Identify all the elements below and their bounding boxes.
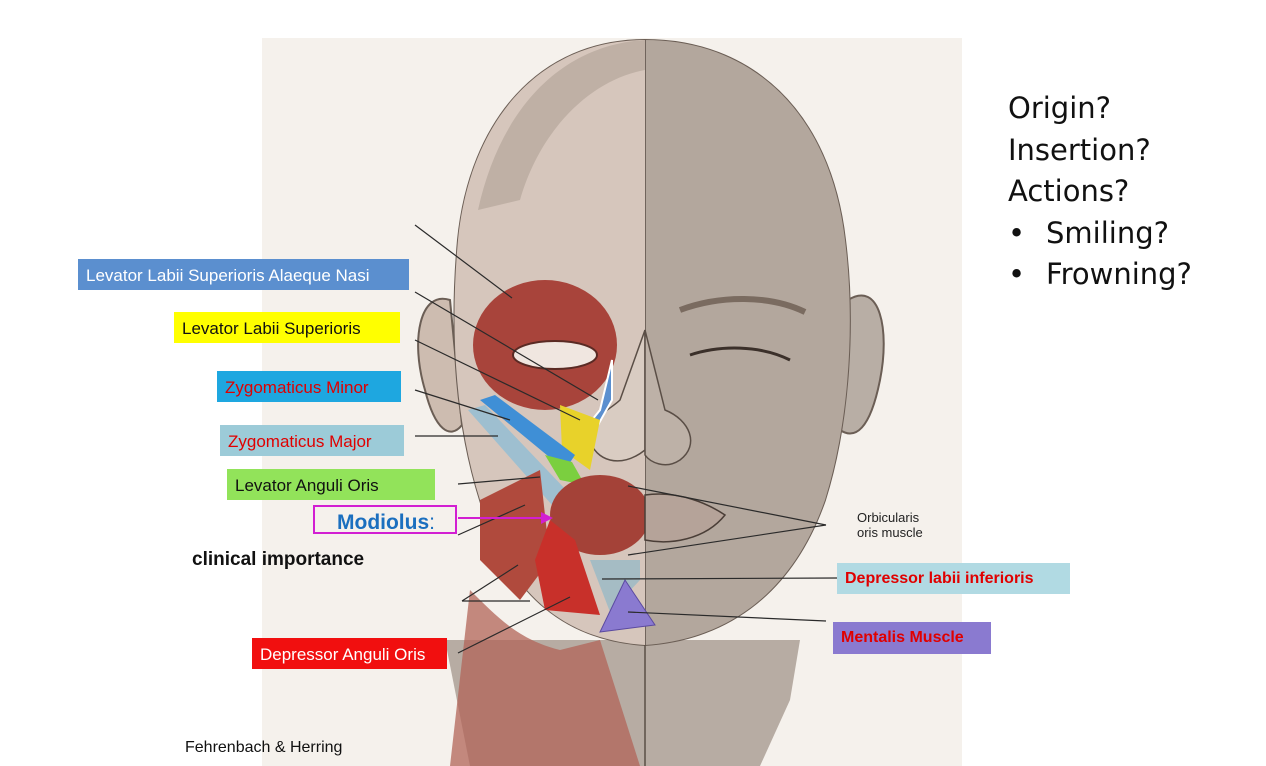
modiolus-label: Modiolus: (337, 511, 435, 535)
modiolus-text: Modiolus (337, 511, 430, 534)
right-ear (838, 294, 885, 435)
frowning-text: Frowning? (1046, 257, 1192, 291)
label-zygomaticus-major: Zygomaticus Major (220, 425, 404, 456)
modiolus-box (313, 505, 457, 534)
right-eyebrow (678, 296, 807, 315)
label-zygomaticus-minor: Zygomaticus Minor (217, 371, 401, 402)
left-eye (512, 340, 598, 370)
leader-lines (414, 224, 839, 654)
muscle-zyg-minor (480, 395, 575, 470)
muscle-masseter (480, 470, 550, 600)
smiling-text: Smiling? (1046, 215, 1170, 250)
bullet: • (1008, 257, 1026, 291)
question-list: Origin? Insertion? Actions? • Smiling? • F… (1008, 88, 1192, 296)
muscle-levator-anguli-oris (545, 455, 585, 485)
label-orbicularis-oris: Orbicularis oris muscle (857, 510, 923, 540)
label-lls: Levator Labii Superioris (174, 312, 400, 343)
credit-text: Fehrenbach & Herring (185, 739, 343, 756)
question-origin: Origin? (1008, 91, 1112, 125)
label-depressor-labii-inferioris: Depressor labii inferioris (837, 563, 1070, 594)
label-lls-alaeque-nasi: Levator Labii Superioris Alaeque Nasi (78, 259, 409, 290)
question-smiling: • Smiling? (1008, 213, 1192, 255)
right-eye (689, 346, 791, 362)
scalp-shading (478, 40, 645, 210)
question-frowning: • Frowning? (1008, 254, 1192, 296)
modiolus-colon: : (429, 511, 435, 534)
label-levator-anguli-oris: Levator Anguli Oris (227, 469, 435, 500)
orbicularis-line1: Orbicularis (857, 510, 920, 525)
orbicularis-line2: oris muscle (857, 525, 923, 540)
clinical-importance-label: clinical importance (192, 549, 365, 570)
muscle-depressor-anguli-oris (535, 520, 600, 615)
question-insertion: Insertion? (1008, 132, 1151, 167)
skin-half (645, 40, 850, 645)
label-depressor-anguli-oris: Depressor Anguli Oris (252, 638, 447, 669)
question-actions: Actions? (1008, 174, 1130, 208)
platysma (450, 590, 640, 766)
label-mentalis: Mentalis Muscle (833, 622, 991, 654)
left-ear (417, 297, 464, 433)
muscle-mentalis (599, 578, 656, 633)
orbicularis-oris (550, 475, 650, 555)
modiolus-arrow (458, 512, 553, 524)
nose-right (644, 329, 692, 466)
bullet: • (1008, 215, 1026, 250)
muscle-zyg-major (468, 405, 568, 505)
muscle-depressor-labii-inf (590, 560, 640, 612)
